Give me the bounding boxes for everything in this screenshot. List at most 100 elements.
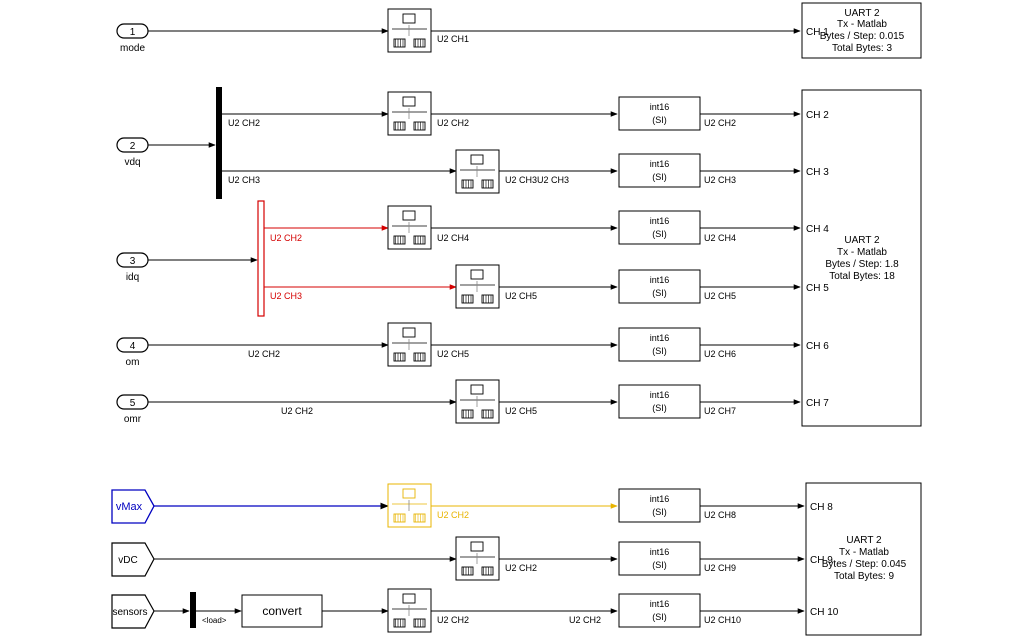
rate-transition-block[interactable] [387,8,432,53]
from-tag-sensors[interactable]: sensors [111,594,155,629]
uart-port-label: CH 3 [806,167,829,178]
from-tag-vdc[interactable]: vDC [111,542,155,577]
rate-transition-block[interactable] [455,149,500,194]
data-type-conversion-block[interactable]: int16(SI) [618,153,701,188]
conversion-mode-label: (SI) [652,612,667,622]
uart-port-label: CH 4 [806,224,829,235]
signal-label: U2 CH4 [704,233,736,243]
signal-label: U2 CH4 [437,233,469,243]
inport-vdq[interactable]: 2 vdq [116,137,149,168]
data-type-conversion-block[interactable]: int16(SI) [618,384,701,419]
uart-subtitle: Tx - Matlab [839,547,889,558]
inport-number: 1 [130,27,136,38]
signal-label: U2 CH2 [437,615,469,625]
signal-label: U2 CH1 [437,34,469,44]
rate-transition-block[interactable] [387,483,432,528]
convert-subsystem[interactable]: convert [241,594,323,628]
rate-transition-block[interactable] [387,91,432,136]
display-icon [470,269,484,280]
uart-rate: Bytes / Step: 0.015 [820,31,905,42]
from-tag-label: vMax [116,501,143,513]
signal-labels: U2 CH1 U2 CH2 U2 CH3 U2 CH2 U2 CH3 U2 CH… [202,34,741,625]
data-type-conversion-block[interactable]: int16(SI) [618,327,701,362]
conversion-type-label: int16 [650,599,670,609]
inport-omr[interactable]: 5 omr [116,394,149,425]
rate-transition-block[interactable] [387,322,432,367]
data-type-conversion-block[interactable]: int16 (SI) [618,593,701,628]
conversion-mode-label: (SI) [652,346,667,356]
inport-label: omr [124,414,142,425]
uart-port-label: CH 5 [806,283,829,294]
conversion-type-label: int16 [650,216,670,226]
data-type-conversion-block[interactable]: int16 (SI) [618,96,701,131]
signal-label: U2 CH2 [281,406,313,416]
bus-selector-sensors[interactable] [190,592,196,628]
uart-block-1[interactable]: UART 2 Tx - Matlab Bytes / Step: 0.015 T… [801,2,922,59]
signal-label: U2 CH5 [505,291,537,301]
conversion-type-label: int16 [650,159,670,169]
signal-label: U2 CH2 [248,349,280,359]
uart-rate: Bytes / Step: 0.045 [822,559,907,570]
conversion-mode-label: (SI) [652,115,667,125]
inport-number: 5 [130,398,136,409]
rate-transition-blocks [387,8,500,633]
signal-label: U2 CH2 [704,118,736,128]
inport-mode[interactable]: 1 mode [116,23,149,54]
conversion-type-label: int16 [650,275,670,285]
signal-label: U2 CH10 [704,615,741,625]
conversion-mode-label: (SI) [652,560,667,570]
rate-transition-block[interactable] [455,379,500,424]
uart-title: UART 2 [846,535,882,546]
conversion-mode-label: (SI) [652,229,667,239]
conversion-mode-label: (SI) [652,403,667,413]
uart-block-3[interactable]: UART 2 Tx - Matlab Bytes / Step: 0.045 T… [805,482,922,636]
rate-transition-block[interactable] [387,588,432,633]
inport-label: om [126,357,140,368]
signal-label: U2 CH3 [270,291,302,301]
signal-label: U2 CH2 [270,233,302,243]
rate-transition-block[interactable] [455,264,500,309]
uart-port-label: CH 8 [810,502,833,513]
uart-port-label: CH 1 [806,27,829,38]
inport-idq[interactable]: 3 idq [116,252,149,283]
uart-subtitle: Tx - Matlab [837,247,887,258]
data-type-conversion-block[interactable]: int16(SI) [618,541,701,576]
display-icon [470,154,484,165]
from-tag-label: vDC [118,555,137,566]
demux-idq[interactable] [257,200,265,317]
inport-number: 4 [130,341,136,352]
display-icon [402,327,416,338]
inport-label: mode [120,43,145,54]
from-tag-label: sensors [112,607,147,618]
conversion-type-label: int16 [650,102,670,112]
data-type-conversion-block[interactable]: int16 (SI) [618,210,701,245]
uart-block-2[interactable]: UART 2 Tx - Matlab Bytes / Step: 1.8 Tot… [801,89,922,427]
signal-label: U2 CH2 [569,615,601,625]
inport-om[interactable]: 4 om [116,337,149,368]
from-tag-vmax[interactable]: vMax [111,489,155,524]
data-type-conversion-block[interactable]: int16 (SI) [618,269,701,304]
data-type-conversion-block[interactable]: int16(SI) [618,488,701,523]
signal-label: U2 CH2 [437,510,469,520]
signal-label: U2 CH5 [505,406,537,416]
display-icon [402,13,416,24]
signal-label: U2 CH5 [704,291,736,301]
display-icon [470,384,484,395]
uart-port-label: CH 7 [806,398,829,409]
signal-label: <load> [202,616,227,625]
display-icon [470,541,484,552]
uart-total: Total Bytes: 18 [829,271,895,282]
demux-vdq[interactable] [216,87,222,199]
signal-label: U2 CH7 [704,406,736,416]
signal-label: U2 CH9 [704,563,736,573]
rate-transition-block[interactable] [455,536,500,581]
uart-port-label: CH 6 [806,341,829,352]
display-icon [402,488,416,499]
display-icon [402,593,416,604]
rate-transition-block[interactable] [387,205,432,250]
signal-lines [148,28,805,614]
inport-label: idq [126,272,139,283]
conversion-mode-label: (SI) [652,288,667,298]
uart-port-label: CH 9 [810,555,833,566]
